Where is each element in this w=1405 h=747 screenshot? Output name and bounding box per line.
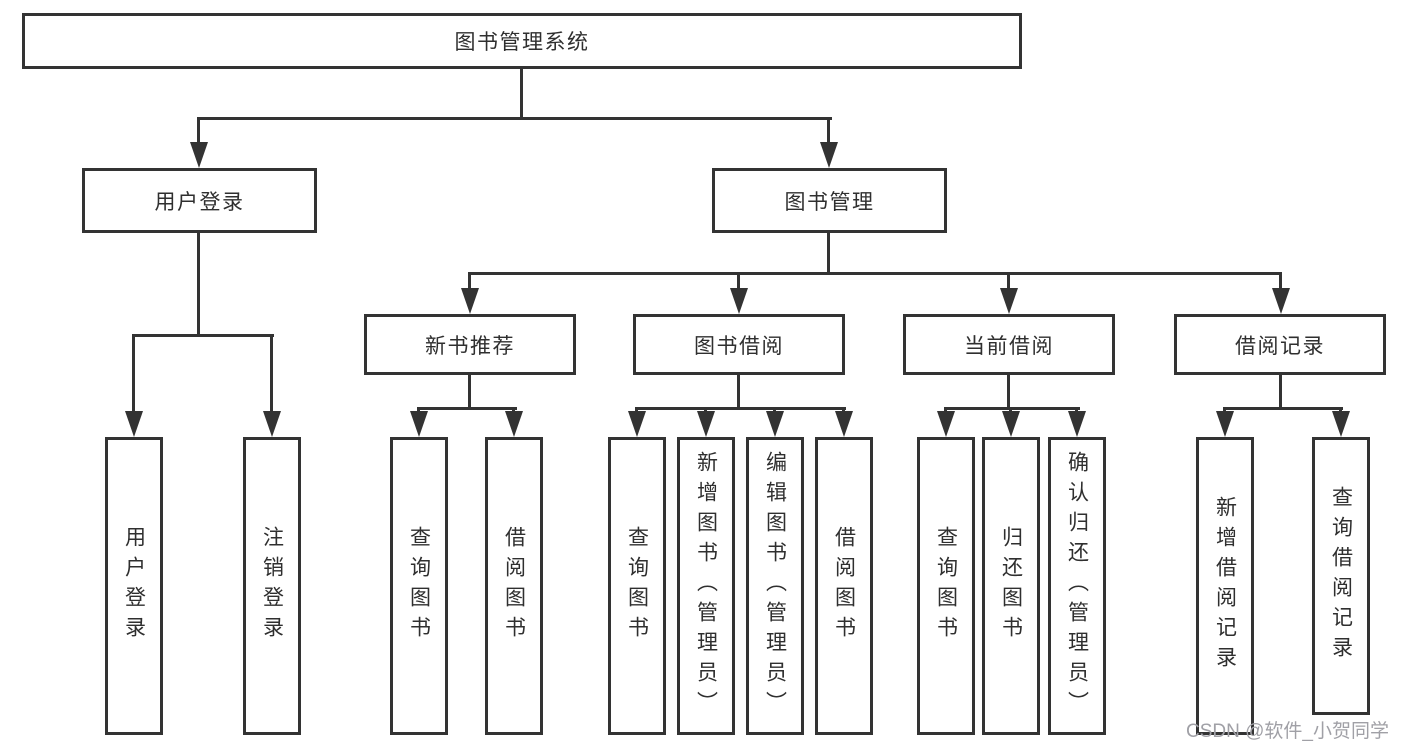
arrowhead-down-icon — [1000, 288, 1018, 314]
leaf-user-login-label: 用户登录 — [122, 526, 146, 646]
node-borrow-record: 借阅记录 — [1174, 314, 1386, 375]
arrowhead-down-icon — [1332, 411, 1350, 437]
connector-line — [468, 272, 1282, 275]
leaf-nb-borrow-book-label: 借阅图书 — [502, 526, 526, 646]
connector-line — [270, 334, 273, 414]
leaf-user-login: 用户登录 — [105, 437, 163, 735]
arrowhead-down-icon — [1272, 288, 1290, 314]
leaf-cb-return-book-label: 归还图书 — [999, 526, 1023, 646]
leaf-bb-borrow-book-label: 借阅图书 — [832, 526, 856, 646]
arrowhead-down-icon — [835, 411, 853, 437]
arrowhead-down-icon — [1002, 411, 1020, 437]
leaf-bb-query-book-label: 查询图书 — [625, 526, 649, 646]
connector-line — [197, 117, 200, 147]
arrowhead-down-icon — [766, 411, 784, 437]
node-new-book-recommend: 新书推荐 — [364, 314, 576, 375]
connector-line — [468, 375, 471, 410]
leaf-logout-label: 注销登录 — [260, 526, 284, 646]
arrowhead-down-icon — [820, 142, 838, 168]
leaf-br-add-record: 新增借阅记录 — [1196, 437, 1254, 735]
leaf-bb-add-book-admin-label: 新增图书（管理员） — [694, 451, 718, 721]
leaf-bb-edit-book-admin: 编辑图书（管理员） — [746, 437, 804, 735]
leaf-br-query-record: 查询借阅记录 — [1312, 437, 1370, 715]
arrowhead-down-icon — [461, 288, 479, 314]
arrowhead-down-icon — [730, 288, 748, 314]
connector-line — [1279, 272, 1282, 292]
leaf-bb-query-book: 查询图书 — [608, 437, 666, 735]
node-user-login: 用户登录 — [82, 168, 317, 233]
connector-line — [132, 334, 135, 414]
leaf-cb-confirm-return-admin: 确认归还（管理员） — [1048, 437, 1106, 735]
node-book-borrow: 图书借阅 — [633, 314, 845, 375]
leaf-cb-query-book-label: 查询图书 — [934, 526, 958, 646]
connector-line — [635, 407, 846, 410]
arrowhead-down-icon — [263, 411, 281, 437]
leaf-cb-return-book: 归还图书 — [982, 437, 1040, 735]
connector-line — [827, 233, 830, 275]
node-book-borrow-label: 图书借阅 — [694, 334, 784, 358]
leaf-br-query-record-label: 查询借阅记录 — [1329, 486, 1353, 666]
node-book-management-label: 图书管理 — [784, 190, 875, 214]
leaf-bb-edit-book-admin-label: 编辑图书（管理员） — [763, 451, 787, 721]
arrowhead-down-icon — [937, 411, 955, 437]
leaf-nb-borrow-book: 借阅图书 — [485, 437, 543, 735]
leaf-cb-confirm-return-admin-label: 确认归还（管理员） — [1065, 451, 1089, 721]
leaf-br-add-record-label: 新增借阅记录 — [1213, 496, 1237, 676]
connector-line — [468, 272, 471, 292]
connector-line — [827, 117, 830, 147]
node-system-root: 图书管理系统 — [22, 13, 1022, 69]
connector-line — [944, 407, 1080, 410]
arrowhead-down-icon — [1068, 411, 1086, 437]
connector-line — [520, 69, 523, 119]
arrowhead-down-icon — [628, 411, 646, 437]
node-current-borrow-label: 当前借阅 — [964, 334, 1054, 358]
arrowhead-down-icon — [410, 411, 428, 437]
node-system-root-label: 图书管理系统 — [454, 31, 590, 54]
arrowhead-down-icon — [1216, 411, 1234, 437]
connector-line — [1007, 375, 1010, 410]
connector-line — [132, 334, 274, 337]
node-borrow-record-label: 借阅记录 — [1235, 334, 1325, 358]
connector-line — [737, 272, 740, 292]
arrowhead-down-icon — [125, 411, 143, 437]
leaf-cb-query-book: 查询图书 — [917, 437, 975, 735]
leaf-bb-borrow-book: 借阅图书 — [815, 437, 873, 735]
watermark: CSDN @软件_小贺同学 — [1186, 721, 1389, 742]
connector-line — [417, 407, 517, 410]
connector-line — [197, 117, 832, 120]
node-current-borrow: 当前借阅 — [903, 314, 1115, 375]
connector-line — [737, 375, 740, 410]
leaf-nb-query-book: 查询图书 — [390, 437, 448, 735]
node-user-login-label: 用户登录 — [154, 190, 245, 214]
connector-line — [197, 233, 200, 337]
leaf-bb-add-book-admin: 新增图书（管理员） — [677, 437, 735, 735]
connector-line — [1007, 272, 1010, 292]
connector-line — [1223, 407, 1343, 410]
leaf-logout: 注销登录 — [243, 437, 301, 735]
connector-line — [1279, 375, 1282, 410]
arrowhead-down-icon — [505, 411, 523, 437]
node-new-book-recommend-label: 新书推荐 — [425, 334, 515, 358]
arrowhead-down-icon — [697, 411, 715, 437]
arrowhead-down-icon — [190, 142, 208, 168]
leaf-nb-query-book-label: 查询图书 — [407, 526, 431, 646]
node-book-management: 图书管理 — [712, 168, 947, 233]
